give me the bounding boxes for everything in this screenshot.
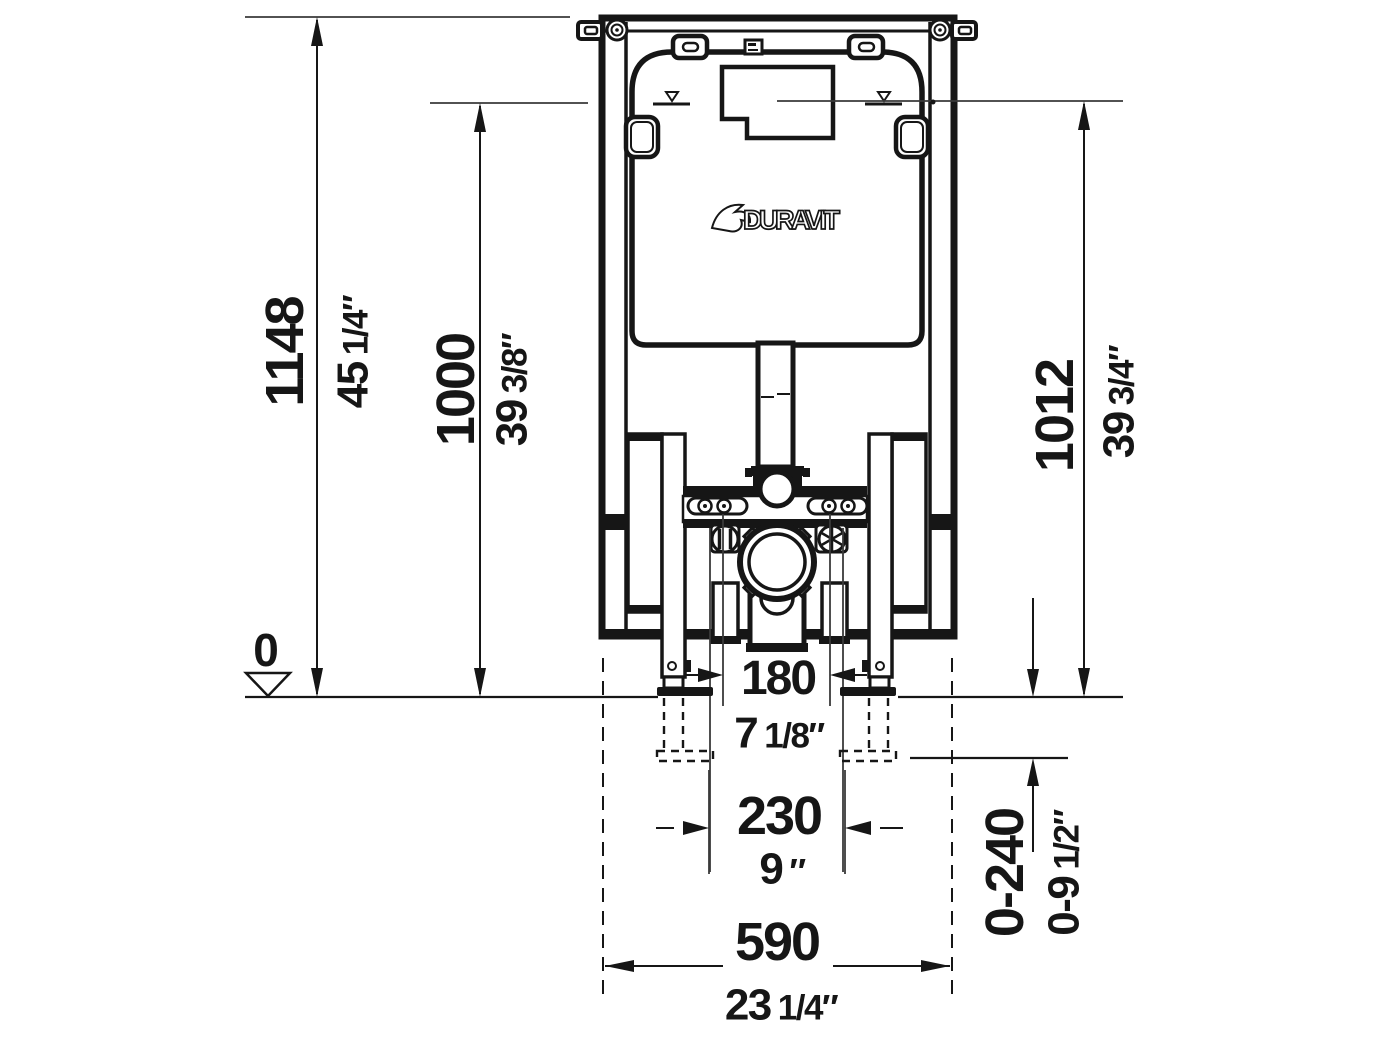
water-level-mark-right — [865, 91, 902, 106]
flush-pipe — [745, 340, 810, 509]
dimension-leg-adjust: 0-240 0-91/2″ — [975, 598, 1088, 937]
dim-foot-spacing-mm: 230 — [737, 786, 821, 846]
side-clip-left — [623, 114, 661, 160]
wall-bracket-right — [950, 20, 978, 41]
foot-left — [655, 660, 715, 763]
wall-bracket-left — [576, 20, 604, 41]
dimension-upper-height: 1000 393/8″ — [426, 102, 588, 697]
side-clip-right — [893, 114, 931, 160]
foot-right — [838, 660, 898, 763]
left-leg — [660, 432, 687, 679]
cistern-top-clip — [743, 38, 764, 56]
floor-line — [245, 695, 1123, 760]
pipe-clamp-fitting — [709, 523, 741, 554]
datum-triangle-icon — [243, 671, 293, 698]
water-level-mark-left — [653, 91, 690, 106]
dim-foot-spacing-inch: 9″ — [759, 844, 806, 893]
corner-screw-left — [605, 18, 629, 42]
dim-total-height-inch: 451/4″ — [328, 294, 377, 408]
dimension-total-height: 1148 451/4″ — [245, 16, 570, 697]
duravit-wing-icon — [710, 203, 752, 233]
dim-leg-adjust-inch: 0-91/2″ — [1039, 809, 1088, 936]
dim-upper-height-mm: 1000 — [426, 334, 486, 446]
outlet-circle — [737, 522, 817, 602]
valve-fitting — [814, 523, 849, 554]
datum-label: 0 — [253, 624, 279, 676]
stud-extension-lines — [709, 514, 844, 872]
access-window — [719, 64, 836, 141]
dim-total-height-mm: 1148 — [255, 296, 315, 406]
dim-upper-height-inch: 393/8″ — [487, 332, 536, 446]
dim-actuation-height-inch: 393/4″ — [1094, 344, 1143, 458]
dim-frame-width-mm: 590 — [735, 912, 819, 972]
duravit-logo: DURAVIT — [710, 203, 841, 236]
dim-leg-adjust-mm: 0-240 — [975, 809, 1035, 937]
dimension-actuation-height: 1012 393/4″ — [1025, 101, 1143, 697]
cistern-top-tabs — [670, 33, 886, 61]
datum-marker: 0 — [243, 624, 293, 698]
duravit-logo-text: DURAVIT — [743, 205, 841, 235]
dim-actuation-height-mm: 1012 — [1025, 360, 1085, 472]
corner-screw-right — [928, 18, 952, 42]
right-leg — [867, 432, 894, 679]
dim-stud-spacing-mm: 180 — [741, 652, 815, 705]
dimension-foot-spacing: 230 9″ — [656, 770, 903, 893]
side-struts — [626, 432, 928, 614]
water-level-line — [777, 99, 1123, 105]
